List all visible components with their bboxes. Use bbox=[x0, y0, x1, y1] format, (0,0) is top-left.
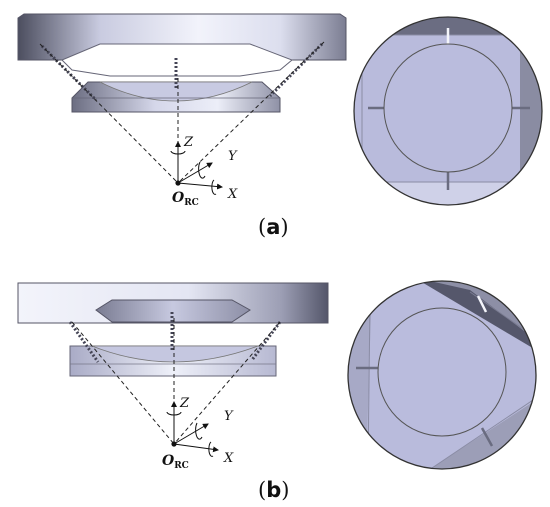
panel-label-b: (b) bbox=[258, 478, 289, 502]
y-rotation-arrow-icon bbox=[195, 422, 203, 440]
closeup-b bbox=[347, 280, 537, 470]
base-platform-a bbox=[71, 81, 281, 113]
closeup-a bbox=[353, 16, 543, 206]
z-axis-label: Z bbox=[183, 135, 194, 150]
origin-label: ORC bbox=[172, 190, 199, 208]
y-axis-arrow-icon bbox=[177, 162, 213, 184]
axes-b bbox=[166, 401, 219, 457]
x-axis-arrow-icon bbox=[177, 182, 223, 190]
x-rotation-arrow-icon bbox=[208, 441, 214, 457]
panel-a: Z Y X ORC (a) bbox=[17, 13, 543, 239]
y-axis-arrow-icon bbox=[173, 423, 209, 445]
panel-label-a: (a) bbox=[258, 215, 289, 239]
origin-dot bbox=[175, 180, 181, 186]
x-axis-arrow-icon bbox=[173, 443, 219, 453]
x-rotation-arrow-icon bbox=[211, 179, 217, 195]
legs-b bbox=[68, 312, 282, 363]
axes-a bbox=[170, 141, 223, 195]
base-platform-b bbox=[69, 345, 277, 377]
top-platform-a bbox=[17, 13, 347, 77]
origin-label: ORC bbox=[162, 453, 189, 471]
x-axis-label: X bbox=[227, 187, 238, 202]
projection-lines-b bbox=[71, 318, 281, 445]
z-rotation-arrow-icon bbox=[166, 411, 182, 416]
z-rotation-arrow-icon bbox=[170, 150, 186, 155]
y-axis-label: Y bbox=[224, 409, 234, 424]
z-axis-label: Z bbox=[179, 396, 190, 411]
y-rotation-arrow-icon bbox=[198, 161, 206, 179]
panel-b: Z Y X ORC (b) bbox=[17, 280, 537, 502]
x-axis-label: X bbox=[223, 451, 234, 466]
y-axis-label: Y bbox=[228, 149, 238, 164]
origin-dot bbox=[171, 441, 177, 447]
